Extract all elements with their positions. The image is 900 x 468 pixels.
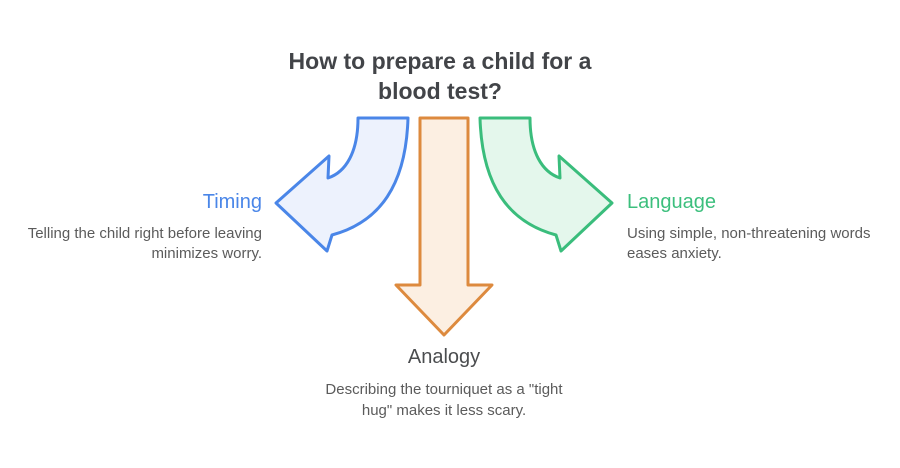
timing-description-line-2: minimizes worry. (151, 245, 262, 262)
timing-description-line-1: Telling the child right before leaving (27, 225, 262, 242)
timing-description: Telling the child right before leaving m… (2, 224, 262, 264)
page-title-line-1: How to prepare a child for a (288, 48, 592, 74)
language-description: Using simple, non-threatening words ease… (627, 224, 900, 264)
analogy-description-line-2: hug" makes it less scary. (361, 402, 527, 419)
language-description-line-2: eases anxiety. (627, 245, 722, 262)
language-curved-arrow-icon (478, 116, 614, 253)
timing-curved-arrow-icon (274, 116, 410, 253)
page-title: How to prepare a child for a blood test? (230, 46, 650, 106)
analogy-down-arrow-icon (394, 116, 494, 337)
language-label: Language (627, 191, 716, 213)
timing-label: Timing (202, 191, 262, 213)
analogy-label: Analogy (407, 346, 481, 368)
page-title-line-2: blood test? (378, 78, 502, 104)
language-description-line-1: Using simple, non-threatening words (627, 225, 871, 242)
analogy-description-line-1: Describing the tourniquet as a "tight (325, 381, 563, 398)
analogy-description: Describing the tourniquet as a "tight hu… (304, 379, 584, 421)
